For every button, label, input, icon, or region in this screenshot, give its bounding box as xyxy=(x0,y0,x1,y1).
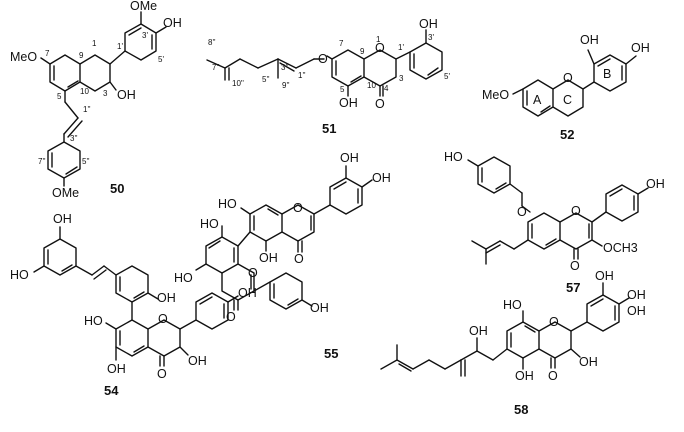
position-number: 5' xyxy=(444,72,450,81)
position-number: 7 xyxy=(45,49,50,58)
compound-57: HO O O OH OCH3 O 57 xyxy=(444,150,665,295)
substituent-label: OH xyxy=(515,369,534,383)
substituent-label: OH xyxy=(627,304,646,318)
substituent-label: OH xyxy=(259,251,278,265)
position-number: 1 xyxy=(376,35,381,44)
substituent-label: OH xyxy=(339,96,358,110)
substituent-label: OH xyxy=(646,177,665,191)
substituent-label: O xyxy=(563,71,573,85)
substituent-label: HO xyxy=(503,298,522,312)
substituent-label: OH xyxy=(163,16,182,30)
substituent-label: OH xyxy=(419,17,438,31)
position-number: 5' xyxy=(158,55,164,64)
position-number: 7 xyxy=(339,39,344,48)
substituent-label: O xyxy=(293,201,303,215)
position-number: 1' xyxy=(398,43,404,52)
substituent-label: OH xyxy=(579,355,598,369)
position-number: 5'' xyxy=(82,157,90,166)
position-number: 10 xyxy=(80,87,89,96)
substituent-label: O xyxy=(294,252,304,266)
position-number: 5 xyxy=(57,92,62,101)
substituent-label: MeO xyxy=(482,88,509,102)
position-number: 3'' xyxy=(70,134,78,143)
position-number: 9'' xyxy=(282,81,290,90)
substituent-label: HO xyxy=(444,150,463,164)
substituent-label: O xyxy=(571,204,581,218)
position-number: 1'' xyxy=(298,71,306,80)
position-number: 3 xyxy=(399,74,404,83)
position-number: 7'' xyxy=(212,63,220,72)
position-number: 3' xyxy=(142,31,148,40)
position-number: 3 xyxy=(103,89,108,98)
compound-54: OH HO OH O OH HO OH O OH 54 xyxy=(10,212,257,398)
compound-number: 57 xyxy=(566,280,580,295)
ring-label-c: C xyxy=(563,93,572,107)
substituent-label: O xyxy=(158,312,168,326)
substituent-label: OH xyxy=(372,171,391,185)
compound-51: O O OH OH O 8'' 7'' 10'' 5'' 3'' 9'' 1''… xyxy=(206,17,450,136)
compound-number: 55 xyxy=(324,346,338,361)
ring-label-b: B xyxy=(603,67,611,81)
substituent-label: OH xyxy=(580,33,599,47)
substituent-label: OH xyxy=(631,41,650,55)
substituent-label: OH xyxy=(310,301,329,315)
substituent-label: O xyxy=(318,52,328,66)
position-number: 9 xyxy=(79,51,84,60)
compound-number: 54 xyxy=(104,383,119,398)
substituent-label: HO xyxy=(174,271,193,285)
substituent-label: HO xyxy=(84,314,103,328)
substituent-label: O xyxy=(157,367,167,381)
substituent-label: O xyxy=(226,310,236,324)
position-number: 10'' xyxy=(232,79,244,88)
position-number: 3' xyxy=(428,33,434,42)
substituent-label: O xyxy=(570,259,580,273)
substituent-label: OH xyxy=(107,362,126,376)
substituent-label: OH xyxy=(157,291,176,305)
substituent-label: O xyxy=(549,315,559,329)
compound-number: 58 xyxy=(514,402,528,417)
substituent-label: O xyxy=(375,97,385,111)
position-number: 1 xyxy=(92,39,97,48)
substituent-label: HO xyxy=(10,268,29,282)
substituent-label: OH xyxy=(188,354,207,368)
substituent-label: HO xyxy=(200,217,219,231)
substituent-label: OH xyxy=(340,151,359,165)
substituent-label: HO xyxy=(218,197,237,211)
substituent-label: O xyxy=(248,266,258,280)
substituent-label: OMe xyxy=(130,0,157,13)
compound-number: 52 xyxy=(560,127,574,142)
substituent-label: OH xyxy=(595,269,614,283)
ring-label-a: A xyxy=(533,93,542,107)
position-number: 9 xyxy=(360,47,365,56)
substituent-label: OH xyxy=(238,286,257,300)
position-number: 4 xyxy=(384,84,389,93)
compound-number: 50 xyxy=(110,181,124,196)
position-number: 10 xyxy=(367,81,376,90)
compound-50: MeO OMe OH OH OMe 1 9 7 3' 1' 5' 10 5 3 … xyxy=(10,0,182,200)
substituent-label: O xyxy=(375,41,385,55)
compound-number: 51 xyxy=(322,121,336,136)
substituent-label: OCH3 xyxy=(603,241,638,255)
substituent-label: O xyxy=(548,369,558,383)
position-number: 1'' xyxy=(83,105,91,114)
compound-55: OH OH HO O HO O OH HO O O OH 55 xyxy=(174,151,391,361)
substituent-label: MeO xyxy=(10,50,37,64)
substituent-label: OMe xyxy=(52,186,79,200)
substituent-label: OH xyxy=(53,212,72,226)
position-number: 1' xyxy=(117,42,123,51)
substituent-label: OH xyxy=(117,88,136,102)
compound-58: OH OH HO O OH OH OH O OH 58 xyxy=(380,269,646,417)
position-number: 3'' xyxy=(281,63,289,72)
compound-52: OH OH MeO O A C B 52 xyxy=(482,33,650,142)
position-number: 7'' xyxy=(38,157,46,166)
position-number: 8'' xyxy=(208,38,216,47)
substituent-label: OH xyxy=(469,324,488,338)
substituent-label: OH xyxy=(627,288,646,302)
position-number: 5'' xyxy=(262,75,270,84)
substituent-label: O xyxy=(517,205,527,219)
position-number: 5 xyxy=(340,85,345,94)
